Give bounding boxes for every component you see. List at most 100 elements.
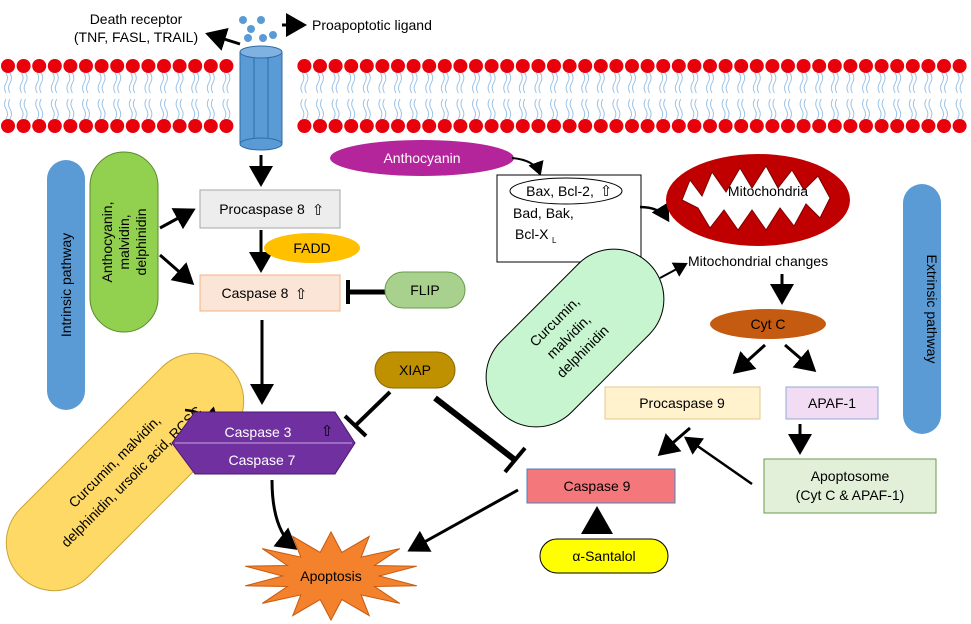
lipid-tail [132, 72, 137, 94]
lipid-tail [132, 98, 137, 120]
lipid-tail [815, 72, 820, 94]
lipid-head [453, 59, 468, 73]
lipid-head [656, 59, 671, 73]
procaspase9-box [604, 386, 761, 420]
lipid-tail [394, 98, 398, 120]
lipid-tail [772, 72, 777, 94]
caspase9-label: Caspase 9 [564, 478, 631, 494]
lipid-head [734, 59, 749, 73]
lipid-head [125, 59, 140, 73]
lipid-tail [721, 72, 726, 94]
lipid-tail [866, 98, 870, 120]
lipid-head [921, 59, 936, 73]
lipid-tail [97, 72, 102, 94]
lipid-head [359, 119, 374, 133]
lipid-head [437, 119, 452, 133]
lipid-tail [752, 98, 757, 120]
lipid-head [359, 59, 374, 73]
membrane-lipid-tails [4, 72, 964, 120]
lipid-tail [959, 98, 964, 120]
death-receptor-examples: (TNF, FASL, TRAIL) [74, 29, 198, 45]
lipid-tail [425, 72, 430, 94]
lipid-tail [628, 98, 632, 120]
lipid-head [437, 59, 452, 73]
apaf1-box [785, 386, 879, 420]
lipid-tail [164, 72, 168, 94]
lipid-head [94, 119, 109, 133]
lipid-tail [476, 72, 480, 94]
flip-node [384, 271, 466, 309]
lipid-tail [206, 72, 211, 94]
lipid-head [937, 59, 951, 73]
lipid-head [515, 59, 530, 73]
lipid-tail [768, 72, 773, 94]
lipid-tail [756, 72, 761, 94]
green-pill-line3: delphinidin [133, 209, 149, 276]
lipid-head [749, 119, 764, 133]
lipid-head [203, 59, 218, 73]
lipid-tail [924, 98, 929, 120]
lipid-tail [148, 72, 153, 94]
lipid-tail [908, 98, 913, 120]
lipid-tail [335, 98, 340, 120]
lipid-head [874, 59, 889, 73]
lipid-tail [581, 98, 586, 120]
lipid-head [313, 59, 327, 73]
lipid-head [172, 119, 187, 133]
lipid-tail [554, 98, 558, 120]
lipid-tail [491, 72, 496, 94]
caspase8-up-arrow-icon: ⇧ [295, 286, 308, 303]
lipid-tail [674, 98, 679, 120]
lipid-tail [632, 98, 636, 120]
lipid-tail [460, 98, 465, 120]
lipid-head [328, 59, 343, 73]
lipid-head [593, 59, 608, 73]
lipid-tail [596, 72, 601, 94]
lipid-tail [803, 72, 808, 94]
lipid-head [63, 119, 78, 133]
lipid-tail [850, 98, 855, 120]
lipid-tail [195, 72, 200, 94]
lipid-tail [304, 98, 309, 120]
lipid-tail [316, 72, 320, 94]
lipid-tail [819, 72, 824, 94]
lipid-tail [300, 72, 305, 94]
xiap-label: XIAP [399, 362, 431, 378]
lipid-tail [160, 98, 164, 120]
lipid-tail [35, 72, 40, 94]
lipid-tail [398, 72, 402, 94]
lipid-head [640, 119, 655, 133]
lipid-head [562, 59, 577, 73]
lipid-head [391, 119, 405, 133]
lipid-head [125, 119, 140, 133]
lipid-head [703, 119, 717, 133]
bcl-line2: Bad, Bak, [513, 205, 574, 221]
lipid-tail [179, 98, 184, 120]
lipid-tail [476, 98, 480, 120]
lipid-head [734, 119, 749, 133]
lipid-tail [940, 98, 944, 120]
lipid-tail [959, 72, 964, 94]
lipid-head [905, 119, 920, 133]
lipid-tail [612, 72, 617, 94]
lipid-tail [585, 98, 590, 120]
lipid-head [422, 119, 437, 133]
lipid-head [547, 59, 561, 73]
lipid-head [328, 119, 343, 133]
lipid-head [47, 119, 62, 133]
lipid-tail [382, 98, 387, 120]
lipid-tail [928, 72, 933, 94]
lipid-tail [534, 72, 539, 94]
apoptosis-label: Apoptosis [300, 568, 361, 584]
lipid-tail [300, 98, 305, 120]
lipid-tail [347, 98, 352, 120]
lipid-tail [862, 72, 866, 94]
lipid-head [188, 119, 203, 133]
lipid-head [94, 59, 109, 73]
lipid-head [687, 59, 702, 73]
lipid-head [453, 119, 468, 133]
lipid-tail [413, 72, 418, 94]
lipid-head [110, 119, 125, 133]
lipid-tail [834, 72, 839, 94]
lipid-tail [881, 98, 886, 120]
